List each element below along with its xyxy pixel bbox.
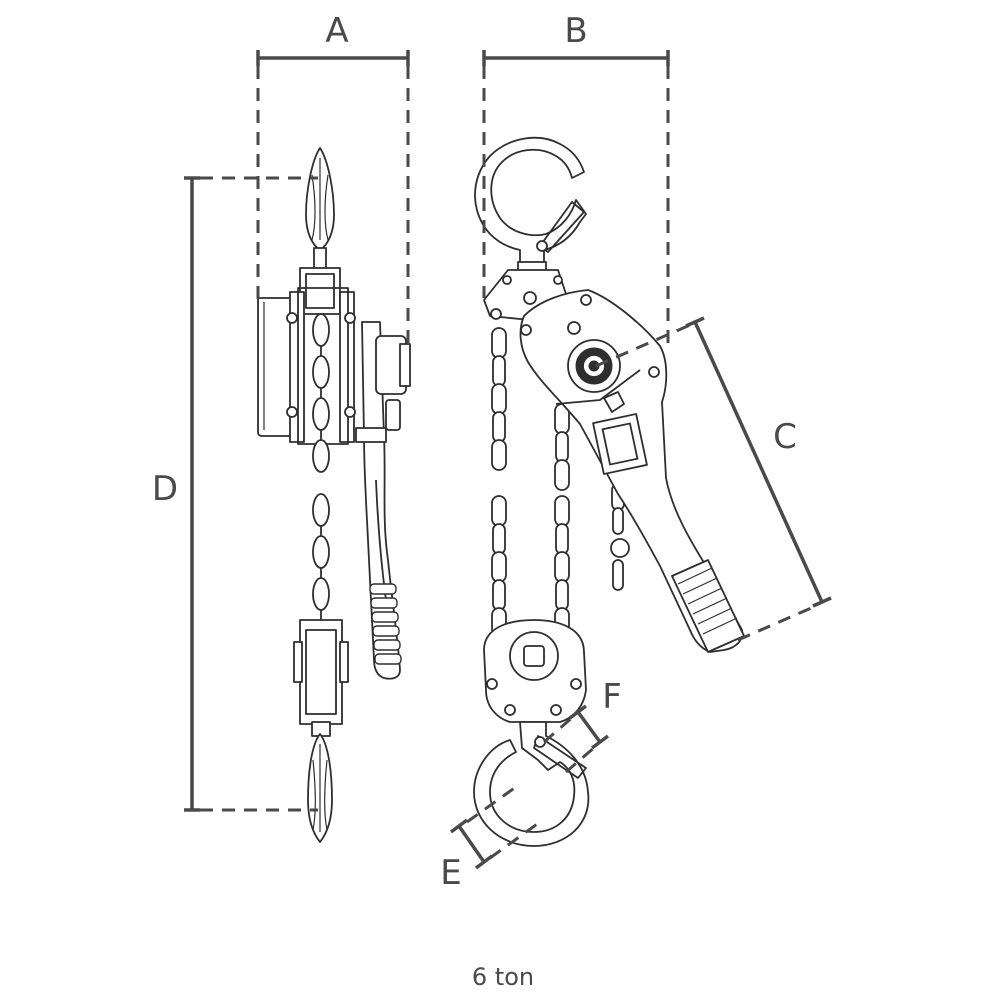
front-bottom-block [483, 619, 587, 723]
front-lever-grip [671, 559, 745, 653]
side-load-chain [312, 313, 330, 620]
front-top-hook [474, 136, 587, 279]
dimension-d: D [152, 176, 318, 812]
dimension-e: E [440, 782, 541, 893]
capacity-caption: 6 ton [472, 963, 534, 991]
dimension-b: B [482, 11, 670, 344]
front-lever-handle [519, 289, 745, 653]
side-bottom-block [293, 619, 349, 737]
dimension-f-label: F [602, 677, 622, 717]
side-top-hook [305, 147, 335, 271]
dimension-d-label: D [152, 469, 178, 509]
dimension-a: A [256, 11, 410, 346]
side-gear-housing [257, 297, 299, 437]
dimension-c-label: C [773, 417, 797, 457]
front-load-chain-left [491, 327, 507, 637]
dimension-a-label: A [325, 11, 348, 51]
front-load-chain-right [554, 403, 570, 635]
side-lever-handle [355, 321, 411, 680]
front-bottom-hook [473, 721, 590, 847]
front-slack-chain [610, 483, 630, 591]
side-view-hoist [257, 147, 411, 843]
front-view-hoist [473, 136, 745, 847]
side-bottom-hook [307, 733, 333, 843]
dimension-f: F [543, 677, 622, 774]
dimension-b-label: B [564, 11, 587, 51]
dimension-c: C [595, 316, 832, 642]
side-frame-plates [286, 287, 356, 445]
dimension-e-label: E [440, 853, 461, 893]
